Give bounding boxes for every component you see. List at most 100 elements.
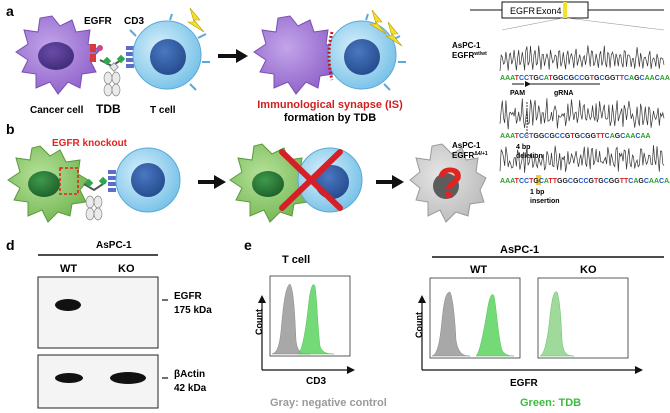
base-letter: C (524, 133, 529, 140)
panel-e: e T cell AsPC-1 WT KO Count CD3 Count EG… (244, 237, 664, 409)
base-letter: T (570, 133, 575, 140)
deletion-label: deletion (516, 153, 543, 160)
histogram-tdb-wt (475, 294, 515, 357)
base-letter: T (553, 178, 558, 185)
base-letter: G (585, 133, 591, 140)
base-letter: C (628, 178, 633, 185)
base-letter: C (578, 178, 583, 185)
lane-ko: KO (118, 263, 135, 275)
aspc-histogram-title: AsPC-1 (500, 244, 539, 256)
xlabel-egfr: EGFR (510, 378, 539, 389)
base-letter: C (604, 178, 609, 185)
cancer-cell-synapse (253, 15, 337, 95)
question-mark-icon: ? (437, 159, 464, 208)
inactive-nucleus (433, 173, 459, 199)
base-letter: A (654, 178, 659, 185)
base-letter: G (573, 178, 579, 185)
activation-bolt-icon (384, 21, 403, 47)
base-letter: T (615, 75, 620, 82)
base-letter: C (599, 75, 604, 82)
chromatogram-wt (499, 45, 665, 72)
base-letter: G (598, 178, 604, 185)
base-letter: G (584, 75, 590, 82)
egfr-band-wt (55, 299, 81, 311)
base-letter: C (620, 133, 625, 140)
ko-genotype-label: EGFRΔ4/+1 (452, 151, 488, 160)
base-letter: T (529, 75, 534, 82)
cancer-nucleus (38, 42, 74, 70)
ko-line-label: AsPC-1 (452, 141, 481, 150)
base-letter: T (515, 178, 520, 185)
base-letter: C (524, 178, 529, 185)
base-letter: T (594, 178, 599, 185)
base-letter: C (519, 178, 524, 185)
base-letter: G (594, 75, 600, 82)
tdb-label: TDB (96, 102, 121, 116)
ylabel-count-1: Count (254, 309, 264, 335)
legend-negative-control: Gray: negative control (270, 397, 387, 409)
base-letter: A (610, 133, 615, 140)
t-cell-nucleus (131, 163, 165, 197)
base-letter: G (549, 133, 555, 140)
base-letter: A (510, 133, 515, 140)
activation-bolt-icon (186, 7, 205, 33)
tdb-antibody (83, 176, 108, 221)
base-letter: C (539, 178, 544, 185)
panel-letter-b: b (6, 121, 15, 137)
panel-a: a (6, 3, 406, 124)
base-letter: G (614, 178, 620, 185)
knockout-box (59, 167, 79, 195)
tcell-histogram-title: T cell (282, 254, 310, 266)
base-letter: T (529, 178, 534, 185)
arrow-head-icon (236, 49, 248, 63)
base-letter: G (634, 75, 640, 82)
base-letter: A (640, 133, 645, 140)
base-letter: G (553, 75, 559, 82)
base-letter: A (645, 75, 650, 82)
egfr-band-size: 175 kDa (174, 305, 212, 316)
base-letter: T (548, 75, 553, 82)
base-letter: C (659, 178, 664, 185)
ko-nucleus (252, 171, 284, 197)
base-letter: T (600, 133, 605, 140)
histogram-frame-wt (429, 277, 521, 359)
histogram-negative-wt (431, 291, 471, 357)
base-letter: G (533, 133, 539, 140)
base-letter: C (539, 75, 544, 82)
panel-c: c EGFR Exon4 AsPC-1 EGFRwt/wt AAATCCTGCA… (452, 1, 670, 205)
base-letter: C (524, 75, 529, 82)
egfr-label: EGFR (84, 16, 113, 27)
base-letter: A (646, 133, 651, 140)
tdb-antibody (99, 54, 126, 97)
synapse-marker (327, 31, 334, 81)
base-letter: T (515, 133, 520, 140)
panel-d: d AsPC-1 WT KO EGFR 175 kDa βActin 42 kD… (6, 237, 212, 409)
base-letter: T (620, 75, 625, 82)
base-letter: G (562, 178, 568, 185)
egfr-band-label: EGFR (174, 291, 203, 302)
egfr-knockout-label: EGFR knockout (52, 138, 128, 149)
base-letter: G (610, 75, 616, 82)
base-letter: C (519, 133, 524, 140)
base-letter: G (533, 178, 539, 185)
panel-letter-a: a (6, 3, 14, 19)
actin-band-size: 42 kDa (174, 383, 207, 394)
panel-letter-d: d (6, 237, 15, 253)
cd3-label: CD3 (124, 16, 144, 27)
ylabel-count-2: Count (414, 312, 424, 338)
insertion-label: insertion (530, 198, 560, 205)
base-letter: C (640, 75, 645, 82)
base-letter: A (625, 133, 630, 140)
base-letter: A (500, 75, 505, 82)
base-letter: G (591, 133, 597, 140)
activation-bolt-icon (368, 9, 387, 35)
base-letter: T (624, 178, 629, 185)
t-cell (129, 13, 210, 91)
base-letter: T (620, 178, 625, 185)
synapse-subtitle: formation by TDB (284, 112, 376, 124)
egfr-receptor (90, 44, 103, 62)
base-letter: G (605, 75, 611, 82)
base-letter: C (574, 75, 579, 82)
base-letter: A (630, 133, 635, 140)
